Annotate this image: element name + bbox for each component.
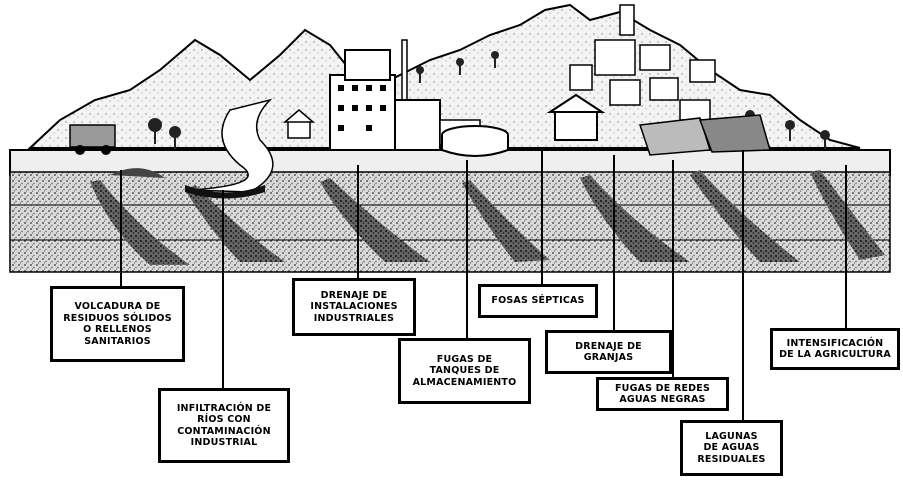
leader-fugas-redes (672, 160, 674, 380)
label-fosas-septicas: FOSAS SÉPTICAS (478, 284, 598, 318)
label-intensificacion: INTENSIFICACIÓN DE LA AGRICULTURA (770, 328, 900, 370)
leader-volcadura (120, 170, 122, 288)
storage-tank (441, 125, 509, 157)
town-buildings (569, 4, 716, 121)
leader-intensificacion (845, 165, 847, 330)
label-infiltracion-rios: INFILTRACIÓN DE RÍOS CON CONTAMINACIÓN I… (158, 388, 290, 463)
river (185, 98, 274, 199)
label-drenaje-granjas: DRENAJE DE GRANJAS (545, 330, 672, 374)
leader-fosas (541, 150, 543, 285)
label-fugas-tanques: FUGAS DE TANQUES DE ALMACENAMIENTO (398, 338, 531, 404)
label-drenaje-industrial: DRENAJE DE INSTALACIONES INDUSTRIALES (292, 278, 416, 336)
wastewater-lagoons (638, 114, 771, 156)
leader-drenaje-granjas (613, 155, 615, 333)
label-fugas-redes: FUGAS DE REDES AGUAS NEGRAS (596, 377, 729, 411)
landfill-truck (69, 124, 165, 178)
label-volcadura-residuos: VOLCADURA DE RESIDUOS SÓLIDOS O RELLENOS… (50, 286, 185, 362)
leader-lagunas (742, 150, 744, 422)
leader-infiltracion (222, 190, 224, 390)
label-lagunas: LAGUNAS DE AGUAS RESIDUALES (680, 420, 783, 476)
leader-drenaje-industrial (357, 165, 359, 280)
contamination-plumes (90, 170, 885, 265)
septic-house (546, 93, 606, 141)
leader-fugas-tanques (466, 160, 468, 340)
